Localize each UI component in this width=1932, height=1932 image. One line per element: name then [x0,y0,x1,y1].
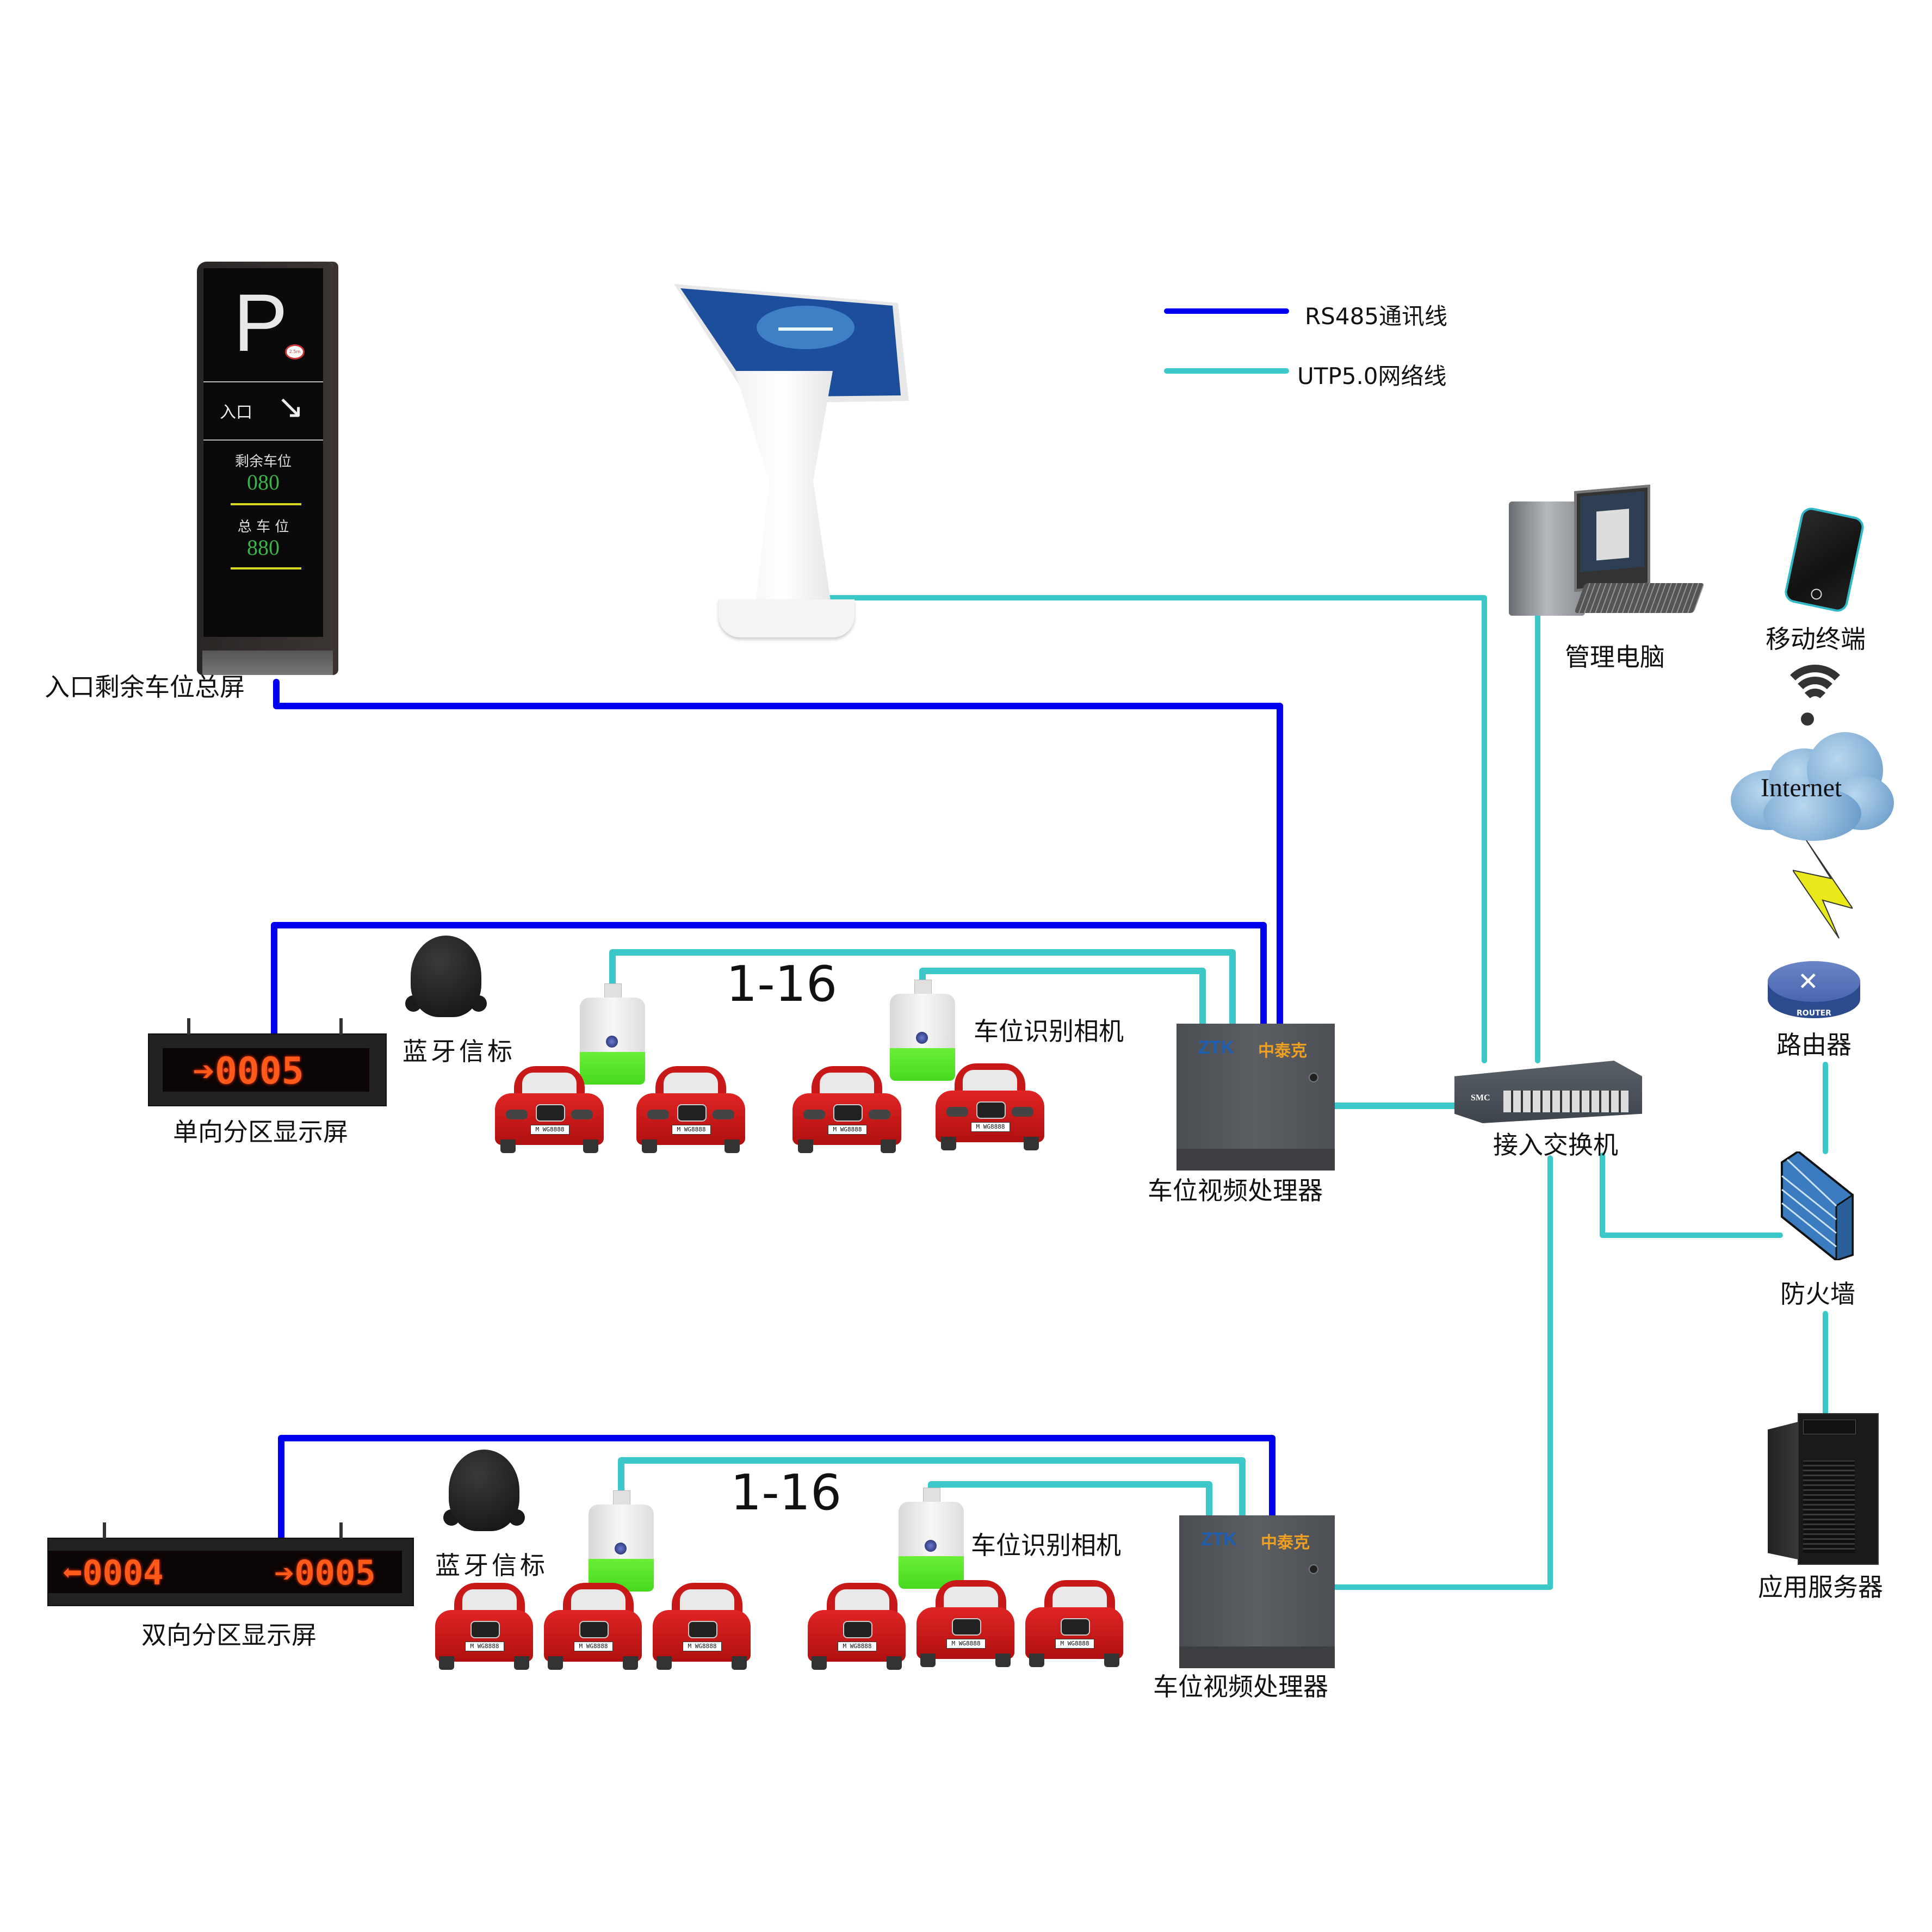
one-way-display-label: 单向分区显示屏 [173,1117,348,1147]
management-pc [1509,484,1705,618]
parked-car: M WG8888 [492,1066,606,1153]
processor-brand: ZTK [1201,1529,1237,1550]
bluetooth-beacon [443,1450,525,1542]
remaining-value: 080 [247,470,280,494]
mobile-label: 移动终端 [1766,624,1866,654]
router-label: 路由器 [1776,1030,1852,1060]
router-icon: ✕ ROUTER [1768,961,1860,1024]
arrow-down-right-icon: ↘ [277,388,305,426]
beacon-label: 蓝牙信标 [403,1037,516,1066]
video-processor: ZTK 中泰克 [1179,1515,1335,1668]
parked-car: M WG8888 [634,1066,748,1153]
touch-kiosk [670,284,909,646]
utp-bottom-camera2-wire [928,1481,1212,1519]
parking-camera [899,1488,964,1589]
remaining-title: 剩余车位 [234,454,292,470]
lock-icon [1309,1073,1318,1082]
two-way-display-right-value: ➔0005 [274,1553,376,1593]
camera-label: 车位识别相机 [974,1017,1124,1046]
parked-car: M WG8888 [432,1583,536,1670]
wifi-icon [1780,665,1850,726]
bluetooth-beacon [405,936,487,1028]
rs485-bottom-display-wire [278,1435,1275,1541]
processor-brand-cn: 中泰克 [1261,1533,1310,1552]
utp-bottom-camera1-wire [618,1457,1246,1519]
processor-brand: ZTK [1198,1037,1235,1058]
processor-brand-cn: 中泰克 [1258,1042,1307,1061]
utp-top-camera2-wire [919,968,1206,1027]
parking-camera [589,1490,654,1592]
camera-range-label: 1-16 [726,956,838,1013]
switch-label: 接入交换机 [1493,1130,1618,1160]
rs485-entrance-sign-wire [273,679,1283,1027]
two-way-display-left-value: ⬅0004 [62,1553,164,1593]
kiosk-screen [674,284,909,404]
height-limit-badge: 2.5m [285,344,305,360]
two-way-zone-display: ⬅0004 ➔0005 [47,1522,414,1606]
one-way-display-value: ➔0005 [193,1050,304,1093]
utp-switch-firewall-wire [1600,1153,1783,1238]
utp-switch-bottom-processor-wire [1332,1155,1553,1590]
parking-camera [580,983,645,1085]
lock-icon [1309,1564,1318,1574]
application-server [1768,1413,1879,1565]
total-title: 总 车 位 [237,519,289,535]
parked-car: M WG8888 [914,1580,1017,1667]
parked-car: M WG8888 [790,1066,904,1153]
video-processor-label: 车位视频处理器 [1153,1672,1328,1701]
two-way-display-label: 双向分区显示屏 [141,1620,317,1650]
legend-utp-label: UTP5.0网络线 [1297,363,1447,389]
video-processor: ZTK 中泰克 [1176,1024,1335,1171]
one-way-zone-display: ➔0005 [148,1018,387,1106]
internet-label: Internet [1761,773,1842,802]
server-label: 应用服务器 [1758,1572,1883,1602]
parked-car: M WG8888 [541,1583,645,1670]
firewall-icon [1776,1150,1858,1262]
parked-car: M WG8888 [805,1583,908,1670]
internet-cloud-icon: Internet [1731,732,1894,846]
legend-rs485-line [1164,308,1289,314]
management-pc-label: 管理电脑 [1565,642,1665,672]
firewall-label: 防火墙 [1780,1279,1855,1309]
camera-range-label: 1-16 [730,1464,842,1521]
legend-rs485-label: RS485通讯线 [1305,303,1448,330]
entrance-sign-label: 入口剩余车位总屏 [45,672,245,702]
beacon-label: 蓝牙信标 [435,1551,548,1580]
lightning-bolt-icon [1793,840,1853,939]
legend-utp-line [1164,368,1289,374]
video-processor-label: 车位视频处理器 [1148,1176,1323,1205]
parking-p-letter: P [233,277,288,368]
total-value: 880 [247,535,280,560]
parked-car: M WG8888 [1023,1580,1126,1667]
entry-text: 入口 [220,403,252,422]
switch-brand: SMC [1471,1093,1490,1103]
utp-top-camera1-wire [609,949,1236,1027]
parking-camera [890,980,955,1081]
router-badge: ROUTER [1797,1009,1831,1018]
entrance-parking-sign: P 2.5m 入口 ↘ 剩余车位 080 总 车 位 880 [197,262,333,675]
parked-car: M WG8888 [933,1063,1047,1150]
camera-label: 车位识别相机 [971,1531,1121,1560]
rs485-top-display-wire [271,922,1267,1037]
utp-kiosk-switch-wire [813,595,1487,1063]
parked-car: M WG8888 [650,1583,753,1670]
